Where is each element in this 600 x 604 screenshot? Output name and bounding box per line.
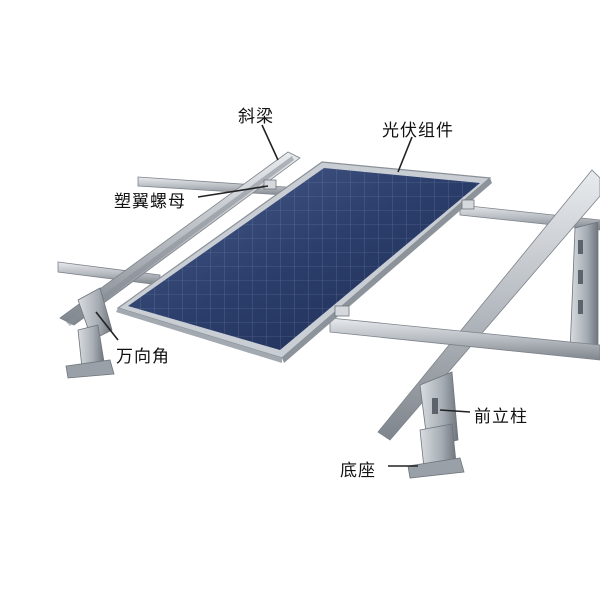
label-plastic-wing-nut: 塑翼螺母 <box>114 192 186 212</box>
solar-panel <box>116 161 492 363</box>
label-universal-angle: 万向角 <box>116 347 170 367</box>
leader-diagonal-beam <box>261 124 279 161</box>
front-post <box>407 371 465 479</box>
left-support <box>65 287 115 379</box>
front-crossbar <box>329 317 600 361</box>
right-diagonal-beam <box>377 169 600 441</box>
label-base: 底座 <box>340 461 376 481</box>
leader-lines <box>95 124 471 467</box>
label-front-post: 前立柱 <box>474 407 528 427</box>
label-diagonal-beam: 斜梁 <box>238 107 274 127</box>
module-clamps <box>263 179 475 317</box>
leader-pv-module <box>397 136 413 173</box>
leader-wing-nut <box>197 185 269 198</box>
left-diagonal-beam <box>59 151 301 326</box>
right-rear-post <box>569 221 599 353</box>
leader-universal-angle <box>95 311 119 341</box>
leader-front-post <box>439 409 471 413</box>
label-pv-module: 光伏组件 <box>382 121 454 141</box>
